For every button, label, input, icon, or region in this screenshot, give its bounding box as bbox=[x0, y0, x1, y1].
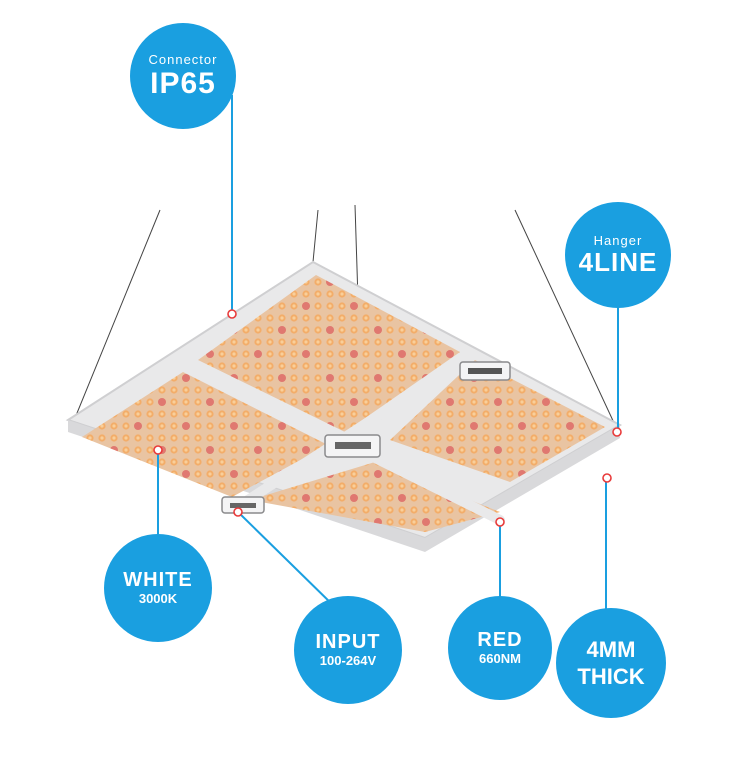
driver-boxes bbox=[221, 361, 511, 514]
connector-ip65-badge: Connector IP65 bbox=[130, 23, 236, 129]
hanger-4line-badge: Hanger 4LINE bbox=[565, 202, 671, 308]
input-voltage-badge: INPUT 100-264V bbox=[294, 596, 402, 704]
red-label: RED bbox=[477, 629, 523, 652]
callout-markers bbox=[153, 309, 622, 527]
thickness-badge: 4MM THICK bbox=[556, 608, 666, 718]
thick-label: THICK bbox=[577, 664, 645, 689]
red-660nm-badge: RED 660NM bbox=[448, 596, 552, 700]
hanging-wires bbox=[74, 204, 616, 426]
ip65-label: IP65 bbox=[150, 66, 216, 100]
voltage-label: 100-264V bbox=[319, 653, 377, 669]
hanger-label: Hanger bbox=[593, 233, 643, 249]
input-label: INPUT bbox=[315, 631, 381, 654]
660nm-label: 660NM bbox=[479, 651, 521, 667]
connector-label: Connector bbox=[148, 51, 218, 67]
4line-label: 4LINE bbox=[578, 247, 658, 278]
4mm-label: 4MM bbox=[586, 636, 636, 662]
white-3000k-badge: WHITE 3000K bbox=[104, 534, 212, 642]
led-boards bbox=[82, 275, 605, 532]
3000k-label: 3000K bbox=[138, 591, 178, 607]
white-label: WHITE bbox=[123, 569, 193, 592]
